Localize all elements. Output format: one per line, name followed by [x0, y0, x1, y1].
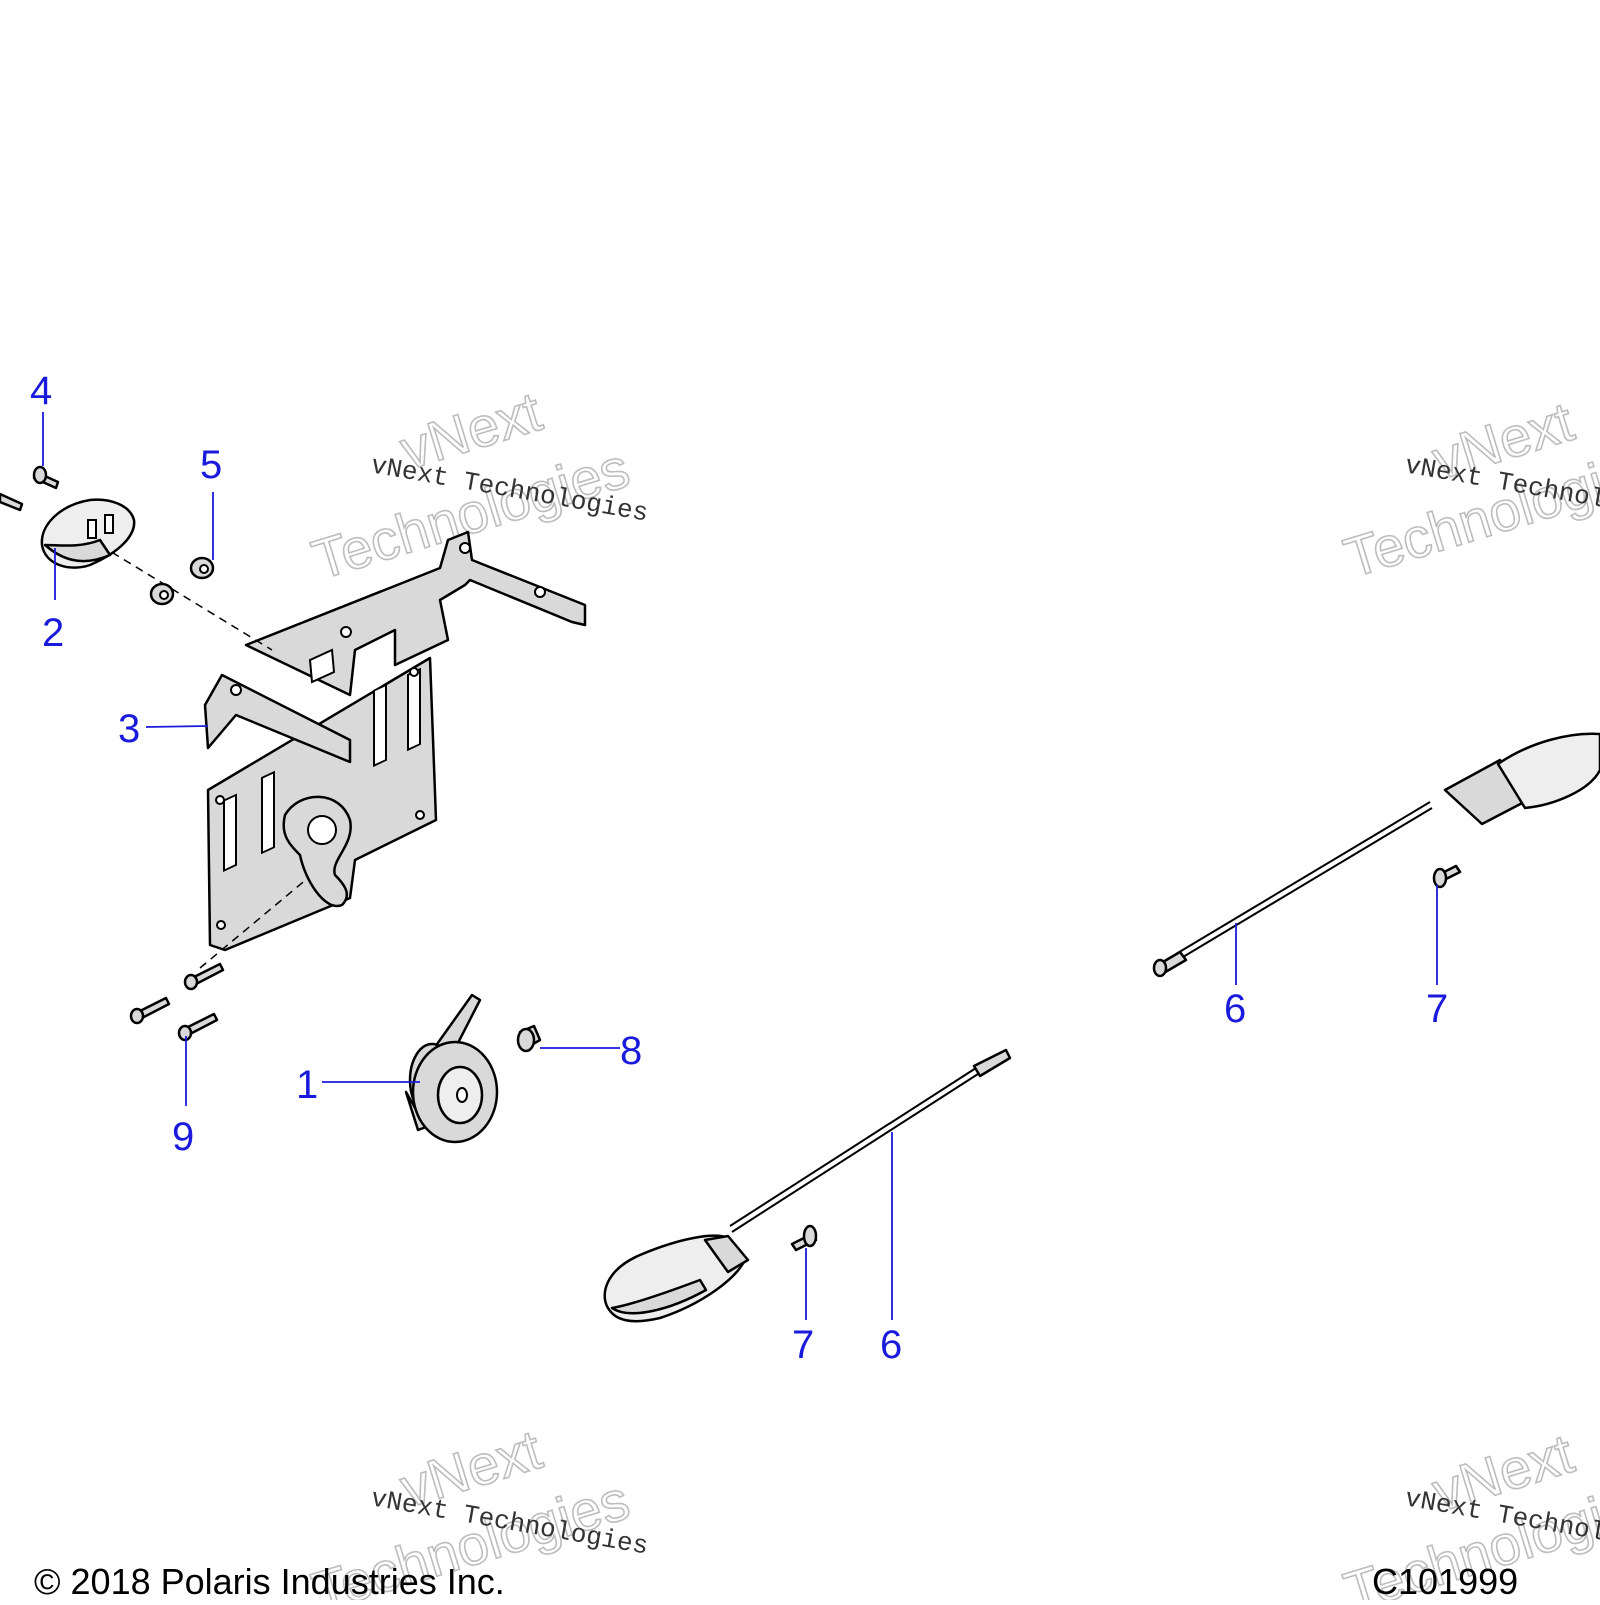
screw-7-right: [1432, 864, 1462, 889]
callout-6-right: 6: [1224, 987, 1246, 1031]
callout-4: 4: [30, 369, 52, 413]
screw-4-left: [0, 492, 24, 512]
watermark-top-left: vNext Technologies vNext Technologies: [304, 378, 650, 592]
callout-2: 2: [42, 611, 64, 655]
license-lamp: [40, 498, 136, 569]
callout-3: 3: [118, 707, 140, 751]
screw-4: [32, 465, 60, 490]
mounting-bracket: [99, 530, 587, 969]
callout-6-lower: 6: [880, 1323, 902, 1367]
diagram-code: C101999: [1372, 1561, 1518, 1600]
callout-7-lower: 7: [792, 1323, 814, 1367]
watermark-top-right: vNext Technologies vNext Technologies: [1336, 388, 1600, 590]
grommet: [149, 582, 175, 606]
callouts: 4 5 2 3 1 8 9 6 7 6 7: [30, 369, 1448, 1367]
horn: [404, 993, 499, 1144]
callout-1: 1: [296, 1063, 318, 1107]
callout-8: 8: [620, 1029, 642, 1073]
screw: [183, 962, 225, 991]
bolt-8: [516, 1024, 542, 1053]
screw-7-lower: [790, 1224, 818, 1252]
callout-9: 9: [172, 1115, 194, 1159]
copyright-text: © 2018 Polaris Industries Inc.: [34, 1561, 505, 1600]
turn-signal-lower: [603, 1048, 1012, 1323]
screw: [129, 996, 171, 1025]
turn-signal-right: [1152, 732, 1600, 978]
callout-7-right: 7: [1426, 987, 1448, 1031]
grommet-5: [189, 556, 215, 580]
callout-5: 5: [200, 443, 222, 487]
screw-9: [177, 1012, 219, 1042]
leader-lines: [42, 412, 1438, 1320]
